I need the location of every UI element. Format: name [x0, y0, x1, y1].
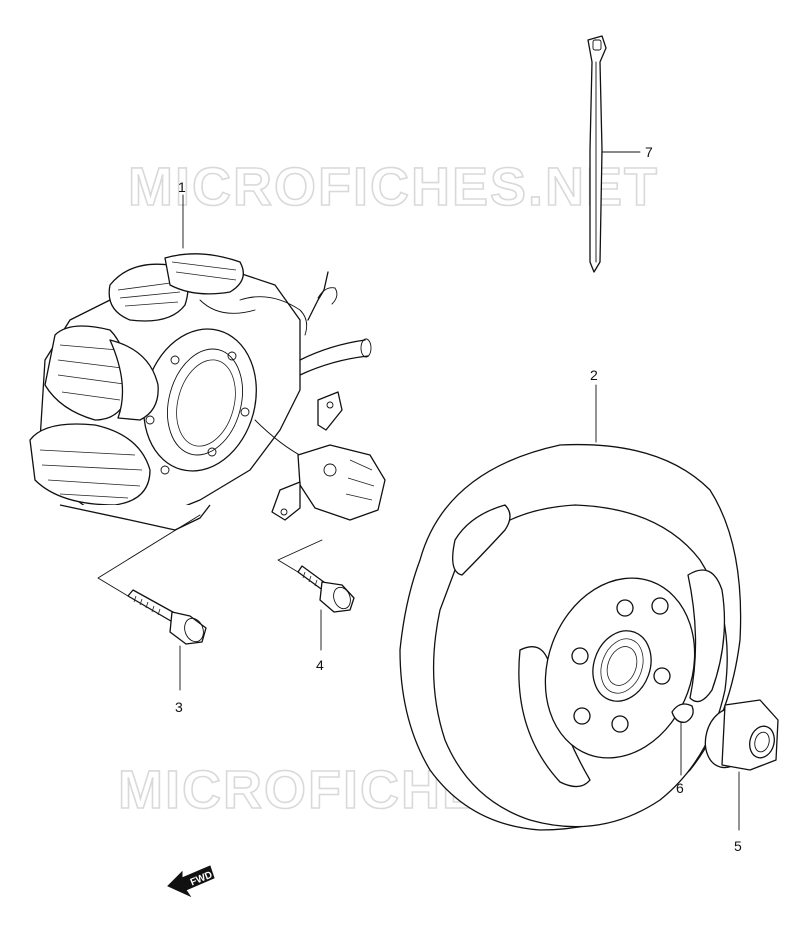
fwd-arrow-icon: FWD: [167, 865, 215, 898]
callout-2: 2: [590, 367, 598, 383]
coil-bottom: [29, 423, 211, 531]
stator-assembly[interactable]: [29, 253, 386, 531]
callout-6: 6: [676, 780, 684, 796]
coil-left: [44, 325, 159, 421]
woodruff-key[interactable]: [671, 703, 694, 723]
stator-bolt[interactable]: [127, 589, 207, 645]
cable-tie[interactable]: [587, 35, 607, 273]
fwd-label: FWD: [189, 870, 214, 889]
watermark-top: MICROFICHES.NET: [128, 157, 659, 217]
callout-1: 1: [178, 179, 186, 195]
flywheel-rotor[interactable]: [399, 443, 742, 831]
pickup-coil: [254, 391, 386, 521]
callout-3: 3: [175, 699, 183, 715]
rotor-nut[interactable]: [699, 699, 779, 773]
callout-5: 5: [734, 838, 742, 854]
coil-top: [108, 253, 244, 322]
pickup-bolt[interactable]: [297, 565, 355, 613]
callout-7: 7: [645, 144, 653, 160]
callout-4: 4: [316, 657, 324, 673]
